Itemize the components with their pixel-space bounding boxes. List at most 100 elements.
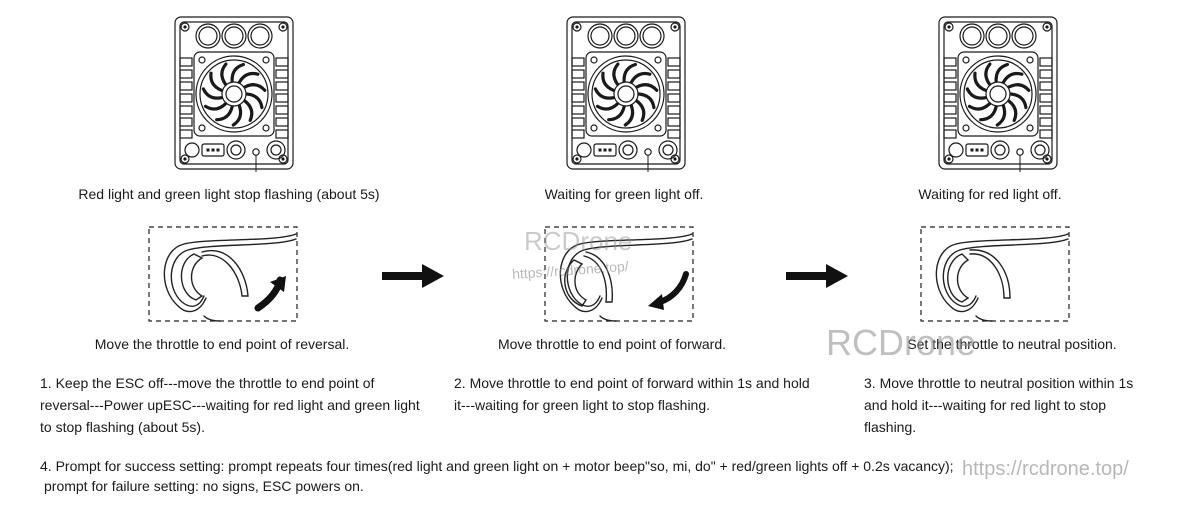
signal-pin	[216, 148, 220, 152]
capacitor	[590, 26, 610, 46]
heatsink-fin	[179, 129, 193, 139]
screw-icon	[944, 22, 954, 32]
trigger-shape	[935, 233, 1069, 322]
signal-pin	[980, 148, 984, 152]
heatsink-fin	[179, 105, 193, 115]
fan-blade	[607, 105, 626, 122]
throttle-caption-3: Set the throttle to neutral position.	[907, 336, 1117, 352]
connector	[658, 140, 678, 160]
connector	[618, 140, 638, 160]
screw-icon	[262, 56, 270, 64]
heatsink-fin	[275, 93, 289, 103]
connector	[266, 140, 286, 160]
arrow-right-icon	[382, 264, 444, 288]
connector	[622, 144, 634, 156]
screw-icon	[654, 56, 662, 64]
fan-hub	[221, 81, 247, 107]
heatsink-fin	[275, 117, 289, 127]
step-4-line-1: 4. Prompt for success setting: prompt re…	[40, 458, 954, 474]
screw-icon	[654, 124, 662, 132]
fan-blade	[593, 87, 616, 100]
screw-icon	[1026, 124, 1034, 132]
fan-frame	[957, 51, 1039, 137]
heatsink-fin	[179, 57, 193, 67]
screw-icon	[575, 157, 579, 161]
fan-blade	[622, 62, 637, 83]
screw-icon	[572, 22, 582, 32]
fan-blade	[230, 62, 245, 83]
throttle-reverse-diagram	[148, 226, 298, 322]
fan-ring	[195, 55, 273, 133]
connector	[226, 140, 246, 160]
fan-blade	[215, 105, 234, 122]
esc-diagram-3	[938, 16, 1058, 172]
step-description-3: 3. Move throttle to neutral position wit…	[864, 375, 1134, 435]
heatsink-fin	[943, 69, 957, 79]
screw-icon	[281, 157, 285, 161]
fan-blade	[601, 71, 616, 92]
screw-icon	[183, 157, 187, 161]
led-indicator	[1016, 148, 1024, 156]
signal-pin	[603, 148, 607, 152]
screw-icon	[947, 157, 951, 161]
heatsink-fin	[571, 93, 585, 103]
screw-icon	[262, 124, 270, 132]
screw-icon	[278, 22, 288, 32]
fan-blade	[623, 104, 635, 127]
screw-icon	[180, 154, 190, 164]
led-indicator	[644, 148, 652, 156]
connector	[230, 144, 242, 156]
screw-icon	[1026, 56, 1034, 64]
arrow-right-icon	[786, 264, 848, 288]
esc-caption-1: Red light and green light stop flashing …	[78, 186, 380, 202]
fan-blade	[995, 104, 1007, 127]
fan-blade	[231, 104, 243, 127]
fan-blade	[637, 92, 656, 110]
connector	[576, 142, 592, 158]
heatsink-fin	[571, 129, 585, 139]
fan-ring	[959, 55, 1037, 133]
esc-inner-frame	[571, 21, 681, 165]
heatsink-fin	[943, 57, 957, 67]
fan-blade	[994, 62, 1009, 83]
heatsink-fin	[179, 93, 193, 103]
signal-pin	[211, 148, 215, 152]
fan-blade	[629, 71, 652, 84]
heatsink-fin	[571, 117, 585, 127]
heatsink-fin	[1039, 105, 1053, 115]
step-description-1: 1. Keep the ESC off---move the throttle …	[40, 375, 420, 435]
heatsink-fin	[943, 81, 957, 91]
esc-inner-frame	[943, 21, 1053, 165]
capacitor	[639, 23, 665, 49]
signal-pin	[608, 148, 612, 152]
connector	[1030, 140, 1050, 160]
heatsink-fin	[275, 81, 289, 91]
fan-blade	[984, 62, 992, 86]
fan-ring	[587, 55, 665, 133]
heatsink-fin	[667, 129, 681, 139]
heatsink-fin	[1039, 93, 1053, 103]
heatsink-fin	[275, 57, 289, 67]
esc-caption-3: Waiting for red light off.	[918, 186, 1062, 202]
capacitor	[198, 26, 218, 46]
heatsink-fin	[667, 69, 681, 79]
fan-ring	[963, 59, 1033, 129]
connector	[948, 142, 964, 158]
fan-hub	[225, 85, 243, 103]
fan-blade	[1009, 92, 1028, 110]
screw-icon	[572, 154, 582, 164]
screw-icon	[281, 25, 285, 29]
screw-icon	[1042, 22, 1052, 32]
heatsink-fin	[667, 93, 681, 103]
fan-blade	[635, 99, 646, 122]
capacitor	[962, 26, 982, 46]
fan-hub	[613, 81, 639, 107]
fan-blade	[979, 105, 998, 122]
capacitor	[224, 26, 244, 46]
fan-blade	[203, 102, 228, 111]
capacitor	[1014, 26, 1034, 46]
capacitor	[985, 23, 1011, 49]
fan-blade	[201, 87, 224, 100]
fan-blade	[220, 62, 228, 86]
signal-pin	[598, 148, 602, 152]
